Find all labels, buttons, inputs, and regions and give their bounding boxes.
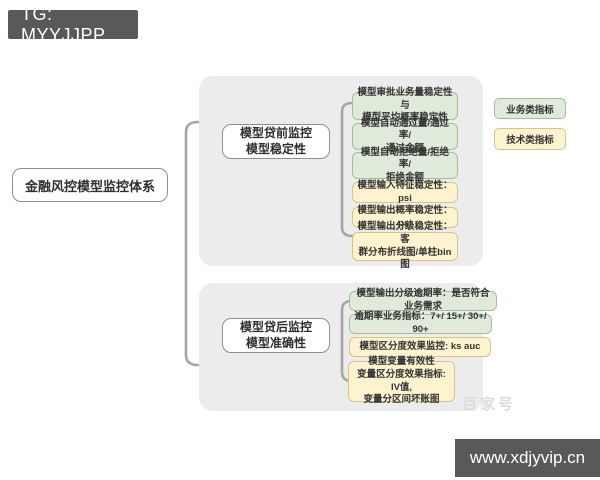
- website-watermark-text: www.xdjyvip.cn: [469, 448, 586, 467]
- bracket-pre-loan: [340, 101, 354, 238]
- faint-watermark: 百家号: [462, 396, 517, 413]
- legend-technical-indicators: 技术类指标: [494, 128, 566, 150]
- leaf-output-grade-stability: 模型输出分级稳定性：客 群分布折线图/单柱bin图: [352, 221, 458, 270]
- website-watermark-badge: www.xdjyvip.cn: [455, 439, 600, 477]
- leaf-discrimination-ks-auc: 模型区分度效果监控: ks auc: [349, 337, 491, 357]
- telegram-watermark-text: TG: MYYJJPP: [21, 3, 106, 45]
- branch-pre-loan-title: 模型贷前监控 模型稳定性: [239, 126, 312, 156]
- leaf-variable-effectiveness: 模型变量有效性 变量区分度效果指标: IV值, 变量分区间坏账图: [348, 356, 455, 405]
- leaf-auto-reject-metrics: 模型自动拒绝量/拒绝率/ 拒绝金额: [352, 147, 458, 183]
- leaf-overdue-business-metrics: 逾期率业务指标：7+/ 15+/ 30+/ 90+: [349, 311, 492, 335]
- leaf-auto-pass-metrics: 模型自动通过量/通过率/ 通过金额: [352, 118, 458, 154]
- branch-node-post-loan: 模型贷后监控 模型准确性: [222, 318, 330, 353]
- leaf-input-feature-psi: 模型输入特征稳定性：psi: [352, 180, 458, 204]
- legend-business-indicators: 业务类指标: [494, 98, 566, 119]
- branch-post-loan-title: 模型贷后监控 模型准确性: [239, 320, 312, 350]
- leaf-output-probability-psi: 模型输出概率稳定性：psi: [352, 205, 458, 229]
- root-title: 金融风控模型监控体系: [24, 178, 155, 194]
- leaf-approval-volume-stability: 模型审批业务量稳定性与 模型平均概率稳定性: [352, 87, 458, 123]
- leaf-grade-overdue-rate: 模型输出分级逾期率：是否符合业务需求: [349, 288, 497, 312]
- root-node: 金融风控模型监控体系: [12, 168, 168, 202]
- branch-node-pre-loan: 模型贷前监控 模型稳定性: [222, 124, 330, 159]
- telegram-watermark-badge: TG: MYYJJPP: [8, 4, 138, 45]
- connector-trunk: [184, 120, 200, 367]
- bracket-post-loan: [340, 299, 354, 383]
